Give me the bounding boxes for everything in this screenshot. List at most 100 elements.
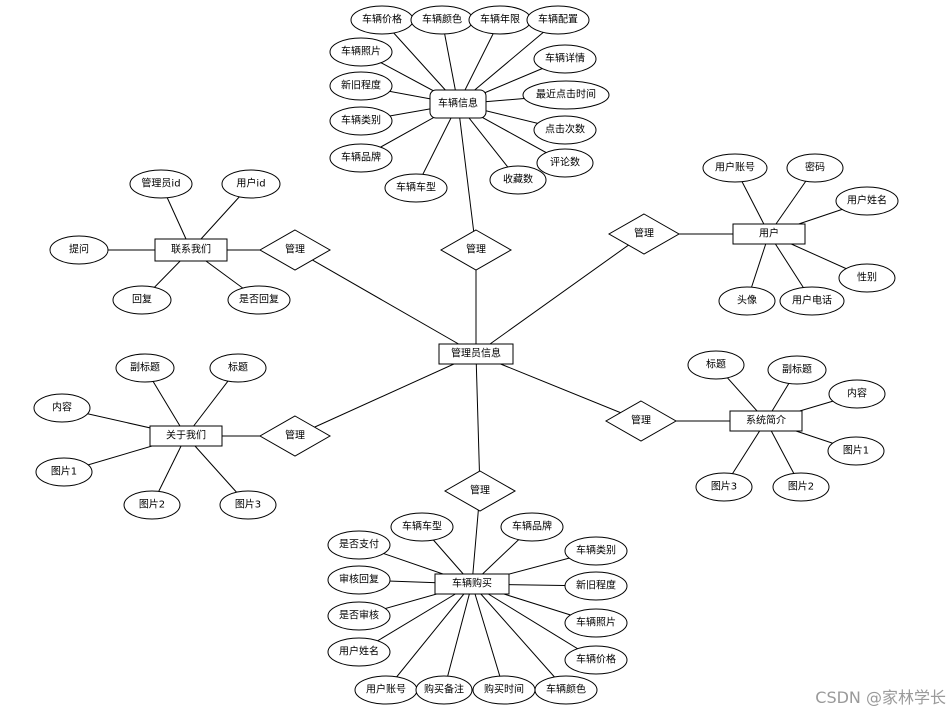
attribute-shape — [835, 186, 899, 216]
attribute-label: 性别 — [857, 271, 877, 284]
nodes: 管理员信息车辆信息联系我们关于我们用户系统简介车辆购买管理管理管理管理管理管理车… — [33, 5, 899, 705]
attribute-vi-clicks: 点击次数 — [533, 115, 597, 145]
attribute-vi-brand: 车辆品牌 — [329, 143, 393, 173]
attribute-in-img1: 图片1 — [827, 436, 885, 466]
attribute-pu-brand: 车辆品牌 — [500, 512, 564, 542]
attribute-pu-condition: 新旧程度 — [564, 571, 628, 601]
attribute-pu-note: 购买备注 — [415, 675, 473, 705]
attribute-shape — [718, 286, 776, 316]
relationship-shape — [258, 229, 332, 271]
relationship-label: 管理 — [285, 429, 305, 442]
attribute-us-password: 密码 — [786, 153, 844, 183]
attribute-shape — [209, 353, 267, 383]
attribute-pu-account: 用户账号 — [354, 675, 418, 705]
attribute-ab-img1: 图片1 — [35, 457, 93, 487]
edge-admin-r_user — [475, 233, 645, 355]
attribute-label: 图片2 — [139, 498, 165, 511]
attribute-vi-year: 车辆年限 — [468, 5, 532, 35]
attribute-pu-audited: 是否审核 — [327, 601, 391, 631]
attribute-label: 内容 — [52, 401, 72, 414]
attribute-shape — [327, 565, 391, 595]
attribute-pu-auditreply: 审核回复 — [327, 565, 391, 595]
attribute-label: 点击次数 — [545, 123, 585, 136]
attribute-label: 是否审核 — [339, 609, 379, 622]
relationship-r-user: 管理 — [607, 213, 681, 255]
attribute-label: 用户账号 — [715, 161, 755, 174]
attribute-shape — [695, 472, 753, 502]
attribute-label: 副标题 — [130, 362, 160, 374]
attribute-shape — [329, 71, 393, 101]
attribute-ab-img2: 图片2 — [123, 490, 181, 520]
attribute-us-gender: 性别 — [838, 263, 896, 293]
attribute-shape — [564, 608, 628, 638]
attribute-pu-time: 购买时间 — [472, 675, 536, 705]
edge-purchase-pu_color — [471, 583, 567, 691]
attribute-label: 车辆配置 — [538, 13, 578, 26]
attribute-label: 购买时间 — [484, 683, 524, 696]
attribute-ab-content: 内容 — [33, 393, 91, 423]
entity-label: 用户 — [759, 227, 779, 240]
relationship-r-intro: 管理 — [604, 400, 678, 442]
entity-shape — [434, 573, 510, 595]
attribute-shape — [327, 601, 391, 631]
attribute-in-img3: 图片3 — [695, 472, 753, 502]
entity-vehicle-info: 车辆信息 — [429, 89, 487, 119]
attribute-shape — [129, 169, 193, 199]
relationship-label: 管理 — [285, 243, 305, 256]
attribute-shape — [33, 393, 91, 423]
attribute-label: 管理员id — [141, 177, 180, 190]
relationship-r-purchase: 管理 — [443, 470, 517, 512]
attribute-ct-userid: 用户id — [221, 169, 281, 199]
attribute-vi-model: 车辆车型 — [384, 173, 448, 203]
attribute-shape — [390, 512, 454, 542]
attribute-ct-isreply: 是否回复 — [227, 285, 291, 315]
entity-shape — [149, 425, 223, 447]
relationship-r-contact: 管理 — [258, 229, 332, 271]
attribute-label: 审核回复 — [339, 573, 379, 586]
attribute-shape — [115, 353, 175, 383]
entity-label: 车辆信息 — [438, 97, 478, 110]
attribute-label: 车辆品牌 — [512, 520, 552, 533]
attribute-shape — [489, 165, 547, 195]
attribute-vi-lastclick: 最近点击时间 — [522, 80, 610, 110]
attribute-label: 购买备注 — [424, 683, 464, 696]
attribute-shape — [415, 675, 473, 705]
attribute-vi-detail: 车辆详情 — [533, 44, 597, 74]
entity-contact: 联系我们 — [154, 238, 228, 262]
attribute-label: 车辆照片 — [341, 45, 381, 58]
entity-label: 管理员信息 — [451, 347, 501, 360]
edge-purchase-pu_time — [471, 583, 505, 691]
attribute-vi-price: 车辆价格 — [350, 5, 414, 35]
attribute-label: 是否回复 — [239, 293, 279, 306]
attribute-us-avatar: 头像 — [718, 286, 776, 316]
attribute-label: 车辆详情 — [545, 52, 585, 65]
attribute-shape — [827, 436, 885, 466]
attribute-ct-reply: 回复 — [112, 285, 172, 315]
entity-label: 系统简介 — [746, 414, 786, 427]
relationship-label: 管理 — [631, 414, 651, 427]
attribute-vi-condition: 新旧程度 — [329, 71, 393, 101]
attribute-label: 用户账号 — [366, 683, 406, 696]
attribute-shape — [327, 530, 391, 560]
attribute-shape — [564, 571, 628, 601]
attribute-in-content: 内容 — [828, 379, 886, 409]
attribute-shape — [500, 512, 564, 542]
attribute-pu-category: 车辆类别 — [564, 536, 628, 566]
attribute-ct-adminid: 管理员id — [129, 169, 193, 199]
attribute-shape — [49, 235, 109, 265]
entity-label: 联系我们 — [171, 243, 211, 256]
attribute-pu-paid: 是否支付 — [327, 530, 391, 560]
entity-admin: 管理员信息 — [438, 343, 514, 365]
attribute-shape — [522, 80, 610, 110]
attribute-in-title: 标题 — [687, 350, 745, 380]
attribute-shape — [828, 379, 886, 409]
attribute-shape — [536, 148, 594, 178]
relationship-shape — [607, 213, 681, 255]
watermark: CSDN @家林学长 — [815, 688, 946, 707]
attribute-shape — [779, 286, 845, 316]
attribute-pu-color: 车辆颜色 — [534, 675, 598, 705]
attribute-label: 用户id — [236, 177, 265, 190]
attribute-us-account: 用户账号 — [702, 153, 768, 183]
attribute-label: 副标题 — [782, 364, 812, 376]
